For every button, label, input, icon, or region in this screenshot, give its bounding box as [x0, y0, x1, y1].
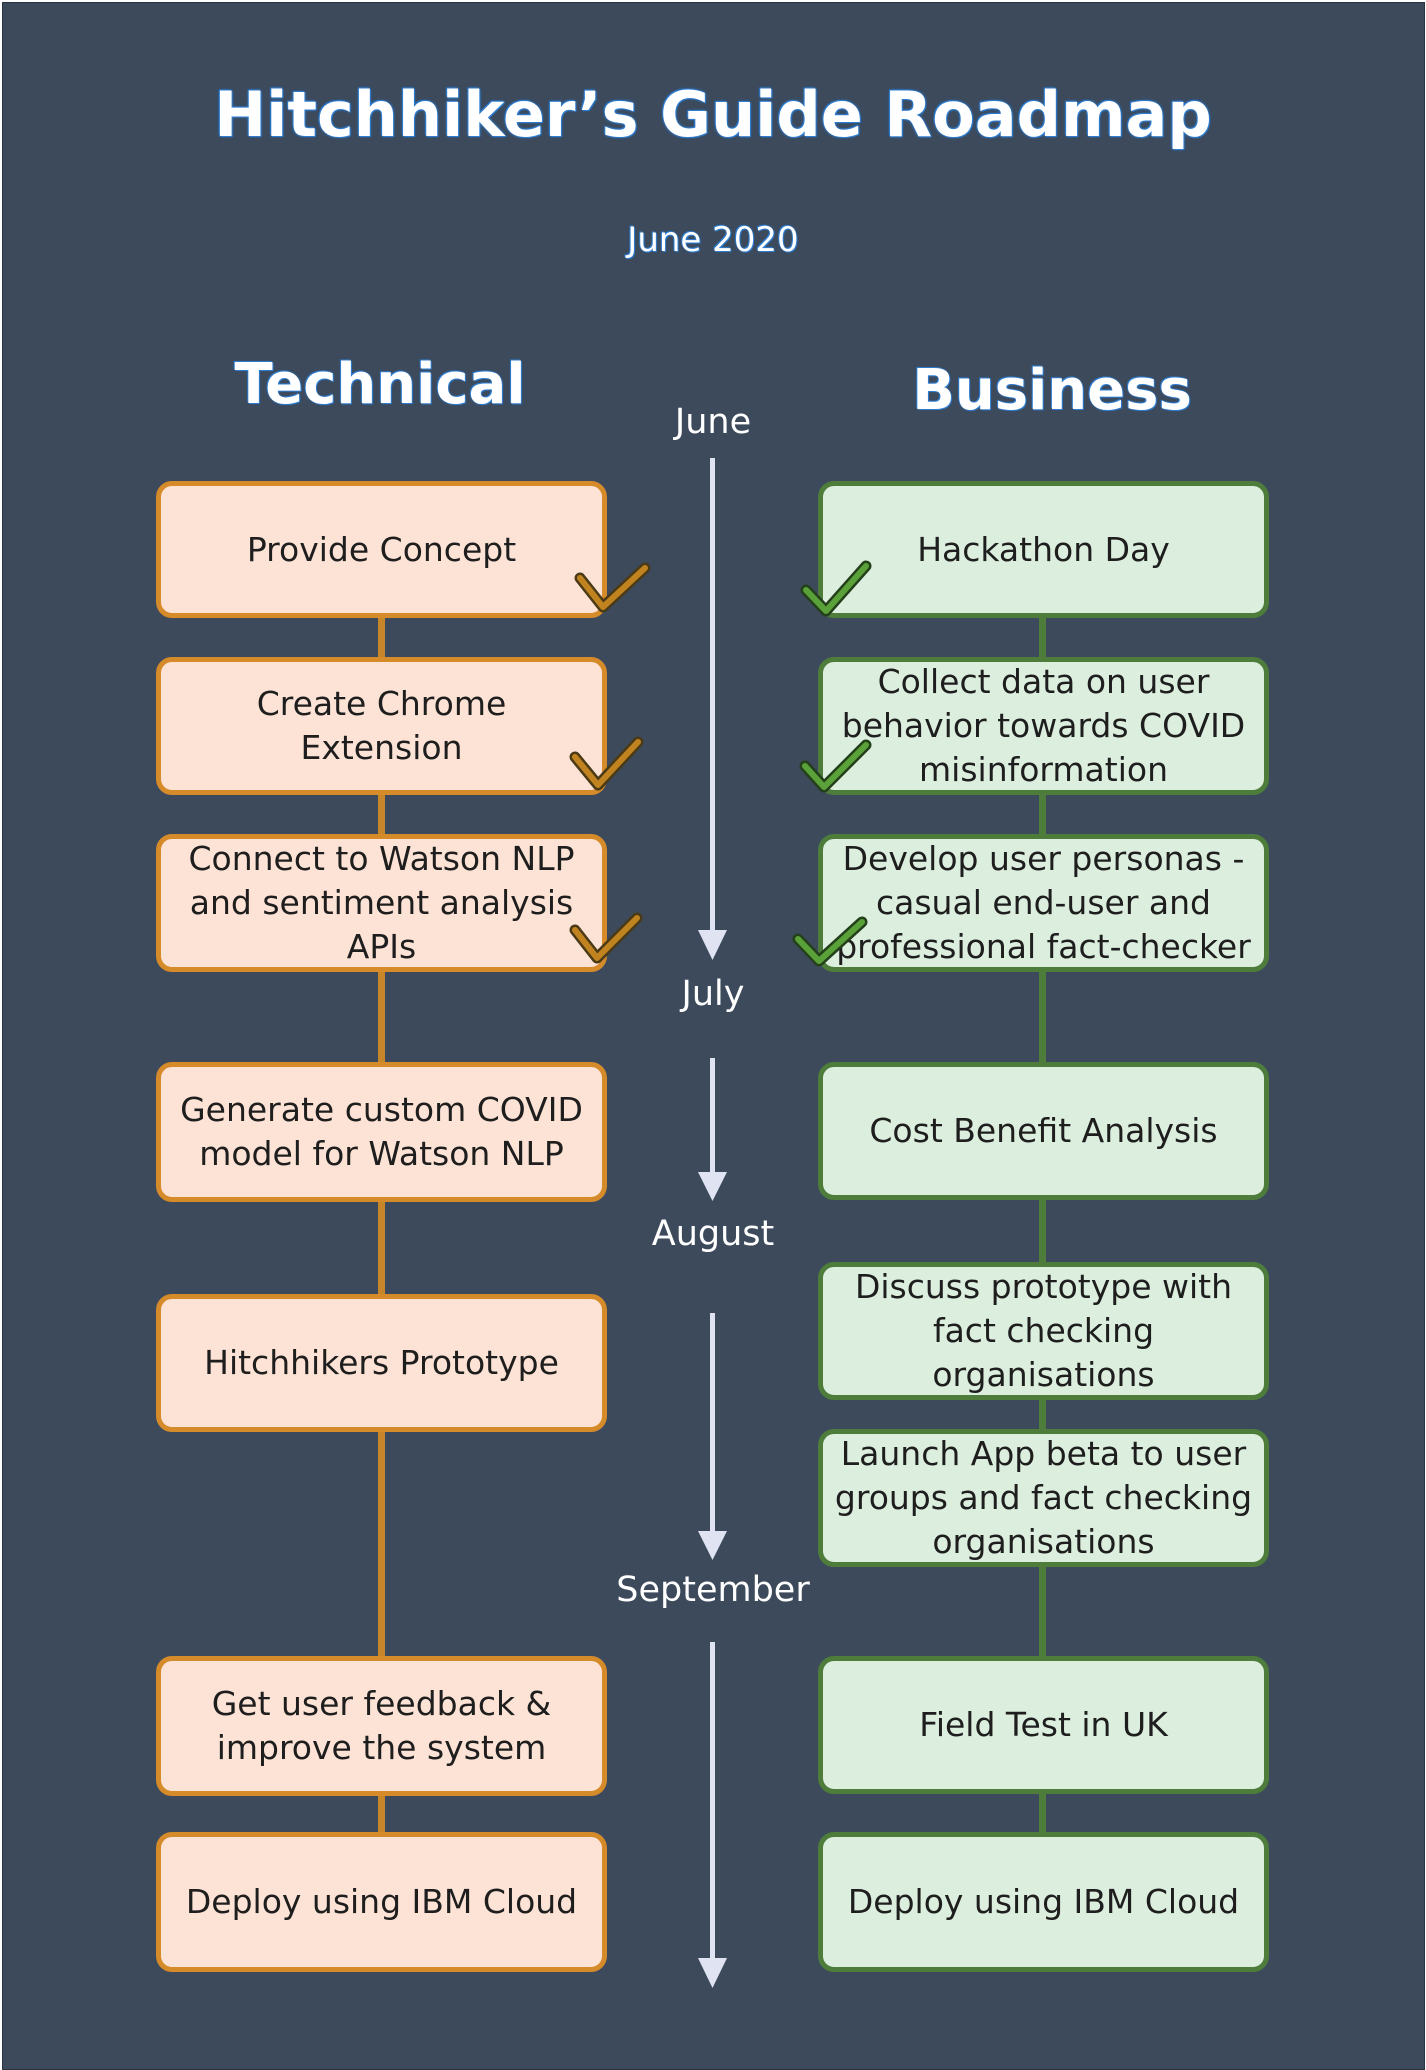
page-title: Hitchhiker’s Guide Roadmap [214, 78, 1212, 151]
technical-connector [378, 968, 385, 1065]
business-connector [1039, 791, 1046, 837]
business-connector [1039, 614, 1046, 660]
technical-item-2: Create Chrome Extension [156, 657, 607, 795]
business-item-3-text: Develop user personas - casual end-user … [836, 839, 1251, 966]
technical-item-4-text: Generate custom COVID model for Watson N… [180, 1090, 583, 1173]
check-icon [799, 739, 872, 793]
business-item-1: Hackathon Day [818, 481, 1269, 618]
technical-item-6: Get user feedback & improve the system [156, 1656, 607, 1796]
technical-item-4: Generate custom COVID model for Watson N… [156, 1062, 607, 1202]
business-item-6: Launch App beta to user groups and fact … [818, 1429, 1269, 1567]
technical-item-1-text: Provide Concept [246, 529, 517, 569]
page-subtitle: June 2020 [627, 220, 799, 260]
business-column-heading: Business [912, 358, 1192, 423]
business-item-8-text: Deploy using IBM Cloud [847, 1882, 1240, 1921]
business-connector [1039, 968, 1046, 1065]
business-item-2-text: Collect data on user behavior towards CO… [841, 662, 1246, 789]
business-item-1-text: Hackathon Day [917, 529, 1170, 569]
month-label-june: June [674, 402, 752, 442]
business-connector [1039, 1792, 1046, 1834]
business-item-5-text: Discuss prototype with fact checking org… [854, 1267, 1233, 1394]
timeline-arrow-july-august [698, 1058, 727, 1201]
technical-item-7-text: Deploy using IBM Cloud [185, 1882, 578, 1921]
business-item-7-text: Field Test in UK [919, 1705, 1168, 1744]
business-connector [1039, 1397, 1046, 1431]
down-arrow-icon [698, 1531, 727, 1560]
month-label-august: August [651, 1214, 775, 1254]
technical-item-3: Connect to Watson NLP and sentiment anal… [156, 834, 607, 972]
business-item-2: Collect data on user behavior towards CO… [818, 657, 1269, 795]
technical-item-2-text: Create Chrome Extension [256, 684, 507, 767]
down-arrow-icon [698, 1172, 727, 1201]
business-item-7: Field Test in UK [818, 1656, 1269, 1794]
check-icon [800, 560, 872, 617]
business-item-6-text: Launch App beta to user groups and fact … [834, 1434, 1253, 1561]
month-label-july: July [681, 974, 745, 1014]
check-icon [569, 736, 644, 791]
technical-item-6-text: Get user feedback & improve the system [211, 1684, 552, 1767]
down-arrow-icon [698, 1958, 727, 1988]
technical-connector [378, 614, 385, 660]
technical-item-7: Deploy using IBM Cloud [156, 1832, 607, 1972]
technical-item-5-text: Hitchhikers Prototype [204, 1343, 559, 1382]
technical-column-heading: Technical [234, 352, 526, 417]
business-item-4: Cost Benefit Analysis [818, 1062, 1269, 1200]
month-label-september: September [616, 1570, 810, 1610]
down-arrow-icon [698, 930, 727, 960]
check-icon [792, 916, 868, 967]
timeline-arrow-august-september [698, 1313, 727, 1560]
technical-item-3-text: Connect to Watson NLP and sentiment anal… [188, 839, 575, 966]
technical-item-5: Hitchhikers Prototype [156, 1294, 607, 1432]
check-icon [569, 912, 643, 964]
business-item-4-text: Cost Benefit Analysis [869, 1111, 1218, 1150]
technical-connector [378, 1200, 385, 1297]
business-connector [1039, 1563, 1046, 1661]
business-item-8: Deploy using IBM Cloud [818, 1832, 1269, 1972]
check-icon [574, 562, 651, 613]
timeline-arrow-june-july [698, 458, 727, 960]
technical-connector [378, 1429, 385, 1661]
business-item-3: Develop user personas - casual end-user … [818, 834, 1269, 972]
technical-connector [378, 791, 385, 837]
business-connector [1039, 1195, 1046, 1266]
technical-item-1: Provide Concept [156, 481, 607, 618]
technical-connector [378, 1794, 385, 1834]
business-item-5: Discuss prototype with fact checking org… [818, 1262, 1269, 1400]
timeline-arrow-september-end [698, 1642, 727, 1988]
